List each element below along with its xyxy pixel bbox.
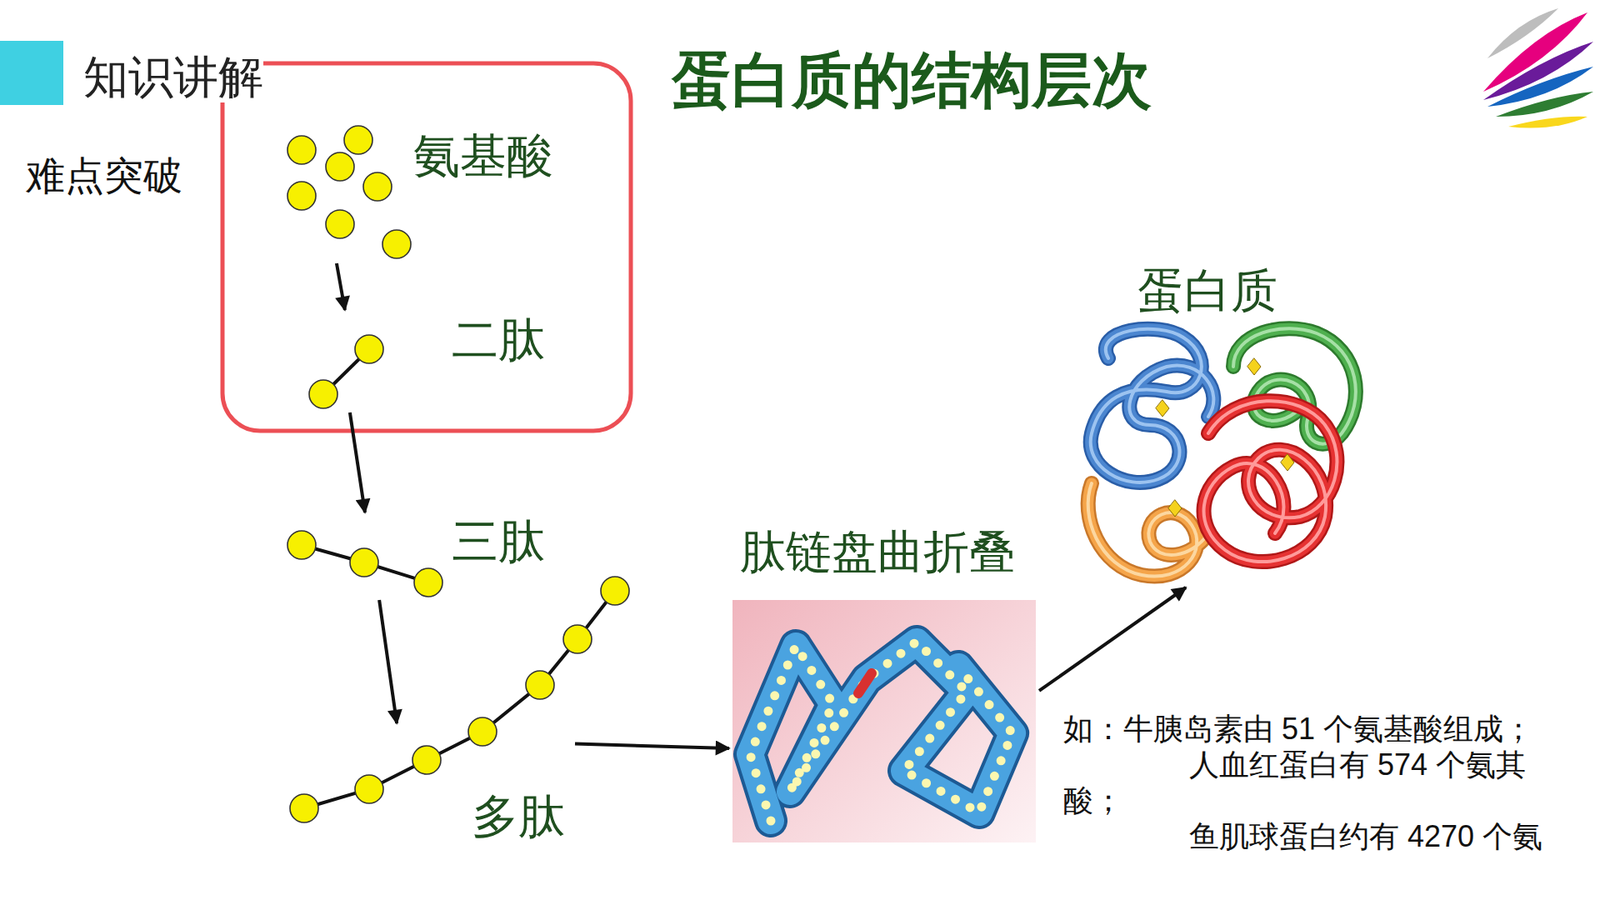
amino-acid-dot (287, 530, 316, 560)
peptide-bonds (301, 349, 615, 809)
connectors (336, 263, 1186, 749)
amino-acid-dot (290, 794, 319, 823)
header-square (0, 40, 64, 105)
highlight-frame (222, 63, 631, 431)
amino-acid-dot (287, 181, 316, 210)
label-box: 知识讲解 (83, 50, 264, 103)
amino-acid-dot (325, 152, 355, 181)
title-box: 蛋白质的结构层次 (671, 45, 1152, 115)
subunit-tube (1090, 329, 1215, 483)
amino-acid-dots (287, 125, 630, 823)
page-title: 蛋白质的结构层次 (671, 45, 1152, 115)
subunit-tube (1233, 328, 1356, 444)
stage-node: 多肽 (283, 723, 575, 849)
blue-subunit (1090, 329, 1215, 483)
heme-groups (1155, 358, 1295, 517)
flow-arrow (350, 412, 365, 513)
amino-acid-dot (412, 745, 441, 775)
section-tag: 知识讲解 (83, 50, 264, 103)
stage-node: 蛋白质 (1070, 258, 1380, 588)
orange-subunit (1088, 483, 1209, 577)
logo-stripe (1508, 116, 1588, 129)
amino-acid-dot (309, 380, 338, 409)
stage-label: 氨基酸 (413, 129, 554, 183)
subunit-tube (1233, 328, 1356, 444)
amino-acid-dot (363, 172, 392, 201)
stage-label: 二肽 (451, 313, 545, 367)
amino-acid-dot (350, 548, 379, 577)
subunit-tube (1204, 400, 1338, 562)
chain-tube (750, 641, 1013, 821)
amino-acid-dot (525, 670, 555, 700)
logo-stripe (1495, 91, 1594, 117)
amino-acid-dot (414, 568, 443, 597)
stage-node: 三肽 (279, 512, 555, 600)
heme-mark (1155, 400, 1170, 417)
subunit-tube (1204, 400, 1338, 562)
subunit-tube (1088, 483, 1209, 577)
chain-tube (750, 641, 1013, 821)
chain-beads (750, 641, 1013, 821)
subunit-tube (1233, 328, 1356, 444)
picture-ground (732, 600, 1036, 843)
amino-acid-dot (355, 335, 384, 364)
stage-label: 肽链盘曲折叠 (740, 525, 1015, 579)
stage-node: 肽链盘曲折叠 (729, 520, 1040, 846)
subunit-tube (1090, 329, 1215, 483)
folded-chain-picture (732, 600, 1036, 843)
subunit-tube (1090, 329, 1215, 483)
amino-acid-dot (468, 717, 497, 746)
flow-arrow (379, 600, 397, 724)
stage-node: 二肽 (304, 310, 555, 413)
logo-stripe (1487, 66, 1594, 107)
amino-acid-dot (382, 230, 411, 259)
label-box: 如：牛胰岛素由 51 个氨基酸组成；人血红蛋白有 574 个氨其酸；鱼肌球蛋白约… (1063, 710, 1574, 855)
amino-acid-dot (600, 576, 630, 605)
example-note: 人血红蛋白有 574 个氨其酸； (1063, 746, 1574, 819)
heme-mark (1247, 358, 1261, 375)
example-note: 如：牛胰岛素由 51 个氨基酸组成； (1063, 710, 1574, 747)
logo (1483, 8, 1594, 129)
stage-label: 多肽 (471, 790, 565, 844)
label-box: 难点突破 (25, 153, 183, 199)
bond-mark (858, 673, 872, 694)
amino-acid-dot (325, 210, 355, 239)
section-subtag: 难点突破 (25, 153, 183, 199)
heme-mark (1168, 500, 1182, 517)
flow-arrow (1039, 587, 1186, 691)
amino-acid-dot (355, 775, 384, 804)
flow-arrow (575, 744, 730, 749)
peptide-bond (304, 590, 615, 809)
stage-node: 氨基酸 (283, 123, 567, 264)
stage-label: 三肽 (451, 515, 545, 569)
red-subunit (1204, 400, 1338, 562)
green-subunit (1233, 328, 1356, 444)
heme-mark (1280, 454, 1295, 471)
flow-arrow (336, 263, 345, 310)
amino-acid-dot (563, 625, 592, 654)
protein-picture (1088, 328, 1356, 576)
example-note: 鱼肌球蛋白约有 4270 个氨 (1063, 818, 1574, 855)
stage-label: 蛋白质 (1137, 264, 1278, 318)
subunit-tube (1088, 483, 1209, 577)
amino-acid-dot (344, 125, 373, 155)
subunit-tube (1088, 483, 1209, 577)
peptide-bond (301, 545, 429, 583)
subunit-tube (1204, 400, 1338, 562)
amino-acid-dot (287, 135, 316, 165)
